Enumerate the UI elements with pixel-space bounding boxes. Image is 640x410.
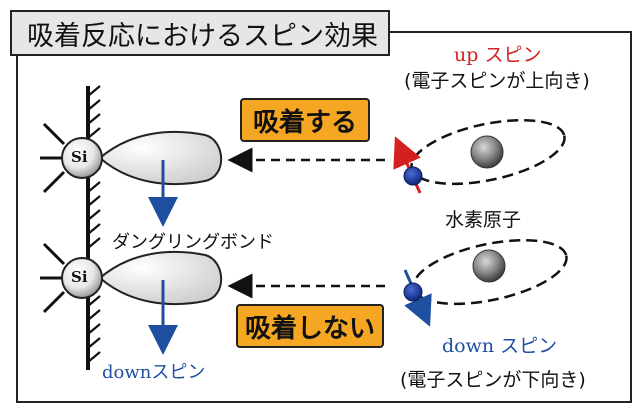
up-spin-label: up スピン xyxy=(454,44,542,66)
hydrogen-atom-bottom xyxy=(403,238,568,327)
down-spin-label-left: downスピン xyxy=(102,362,206,383)
si-atom-top-group xyxy=(40,122,223,227)
diagram-title: 吸着反応におけるスピン効果 xyxy=(27,21,378,52)
down-spin-label-right: down スピン xyxy=(442,335,558,357)
title-box xyxy=(10,10,390,56)
not-adsorb-badge: 吸着しない xyxy=(236,304,384,348)
hydrogen-atom-top xyxy=(393,118,566,194)
hydrogen-atom-label: 水素原子 xyxy=(445,209,522,231)
si-atom-bottom-group xyxy=(40,242,223,355)
up-spin-description: (電子スピンが上向き) xyxy=(404,70,590,92)
electron-bottom xyxy=(403,282,423,302)
dangling-bond-lobe-bottom xyxy=(98,250,223,306)
dangling-bond-lobe-top xyxy=(98,130,223,186)
down-spin-description: (電子スピンが下向き) xyxy=(400,369,586,391)
electron-top xyxy=(403,166,423,186)
si-surface-wall xyxy=(86,85,101,370)
si-atom-bottom xyxy=(61,257,103,299)
proton-bottom xyxy=(472,249,506,283)
adsorb-badge: 吸着する xyxy=(240,98,370,142)
dangling-bond-label: ダングリングボンド xyxy=(112,232,274,253)
si-label-bottom: Si xyxy=(71,268,88,286)
proton-top xyxy=(470,135,504,169)
si-atom-top xyxy=(61,137,103,179)
si-label-top: Si xyxy=(71,148,88,166)
